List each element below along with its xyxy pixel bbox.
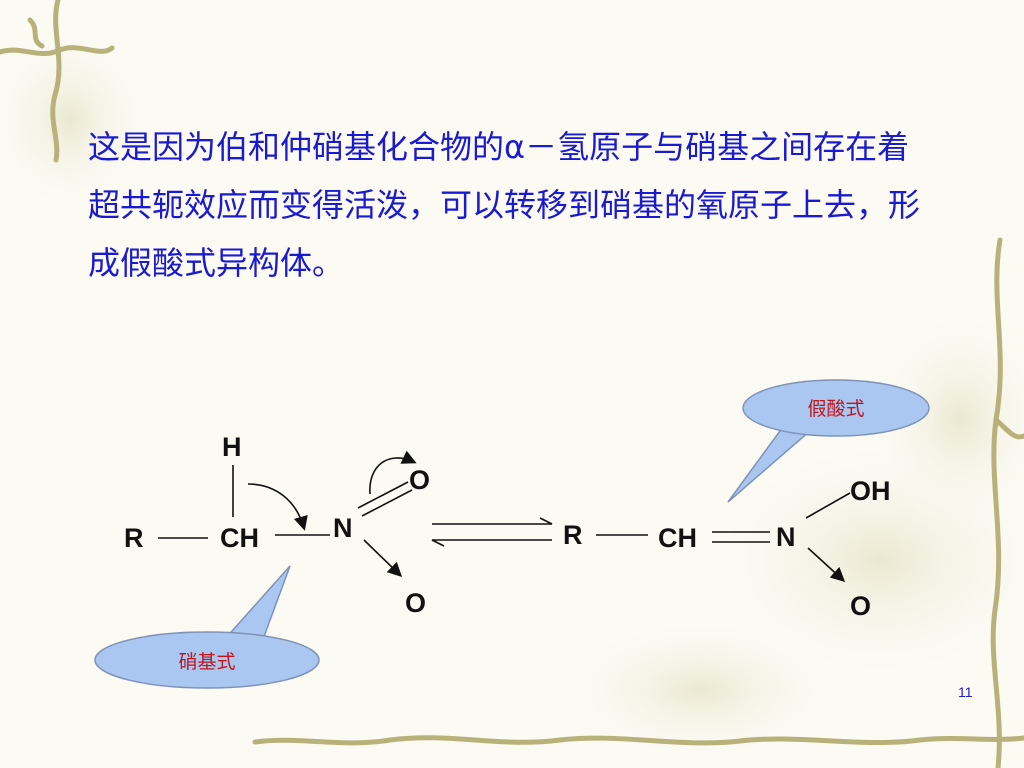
callout-nitro-label: 硝基式	[178, 651, 235, 673]
left-atom-o-top: O	[409, 465, 430, 495]
right-atom-n: N	[776, 522, 796, 552]
callout-aci-label: 假酸式	[807, 398, 864, 420]
left-atom-o-bottom: O	[405, 588, 426, 618]
bond-n-oh	[805, 492, 851, 519]
vine-bottom	[252, 735, 1024, 746]
curved-arrow-h-shift	[247, 483, 308, 531]
equilibrium-forward-arrow	[432, 517, 553, 525]
right-atom-r: R	[563, 520, 583, 550]
right-atom-oh: OH	[850, 476, 891, 506]
right-atom-ch: CH	[658, 523, 697, 553]
callout-aci-form: 假酸式	[727, 379, 930, 503]
left-atom-h: H	[222, 432, 242, 462]
left-atom-r: R	[124, 523, 144, 553]
bond-n-o-right	[807, 547, 846, 582]
vine-right	[990, 237, 1024, 768]
left-atom-ch: CH	[220, 523, 259, 553]
callout-nitro-form: 硝基式	[94, 565, 320, 689]
page-number: 11	[958, 684, 973, 700]
bond-n-o-double-a	[357, 481, 409, 509]
curved-arrow-o	[369, 450, 417, 495]
right-atom-o: O	[850, 591, 871, 621]
equilibrium-reverse-arrow	[431, 539, 552, 547]
explanation-paragraph: 这是因为伯和仲硝基化合物的α－氢原子与硝基之间存在着超共轭效应而变得活泼，可以转…	[88, 128, 921, 282]
left-atom-n: N	[333, 513, 353, 543]
bond-n-o-double-b	[361, 489, 413, 517]
vine-top-left	[0, 0, 115, 163]
bond-n-o-bottom	[363, 539, 403, 578]
